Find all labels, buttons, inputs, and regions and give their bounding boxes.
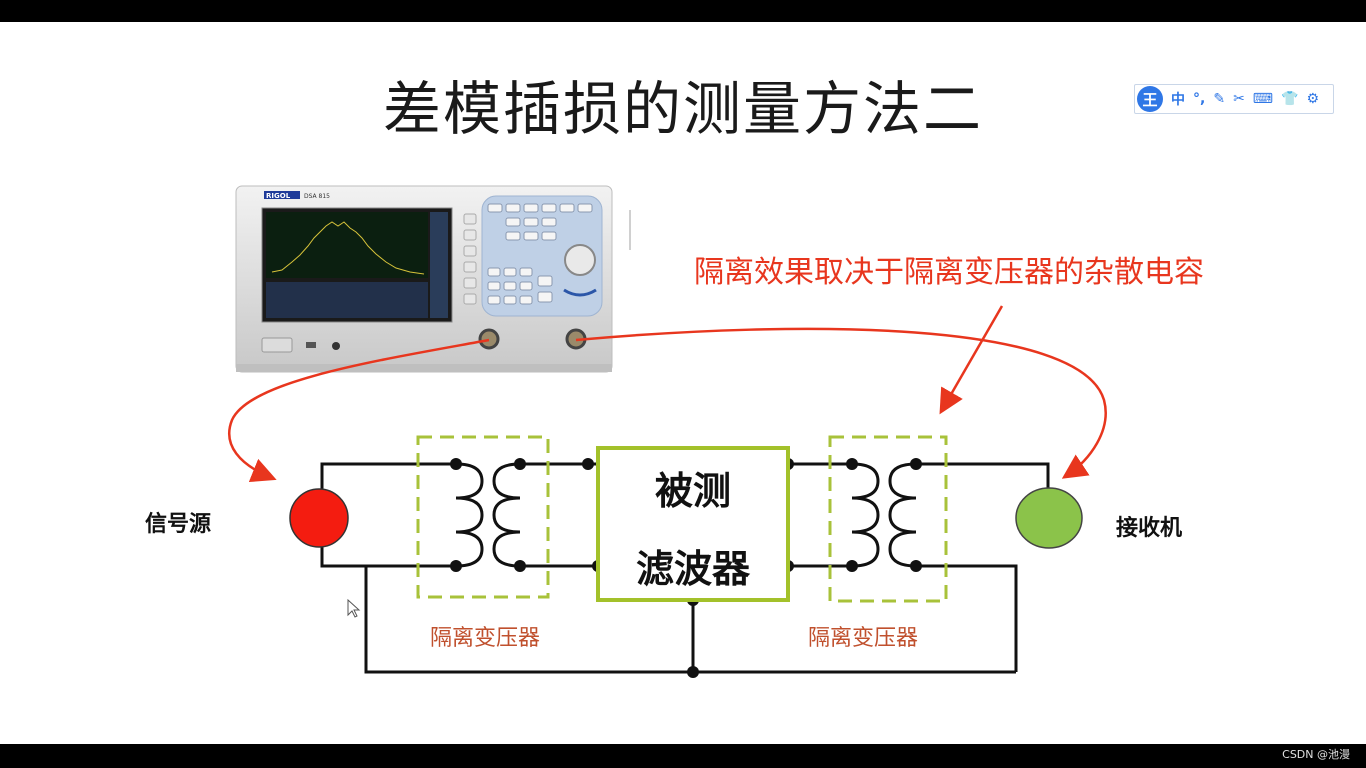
mouse-cursor-icon <box>347 598 361 618</box>
pen-icon[interactable]: ✎ <box>1213 91 1226 107</box>
ime-logo-icon[interactable]: 王 <box>1137 86 1163 112</box>
receiver-label: 接收机 <box>1116 515 1183 541</box>
arrow-annotation-to-transformer <box>939 305 1004 415</box>
rf-output-port <box>478 328 500 350</box>
bottom-bar <box>0 744 1366 768</box>
transformer-right-label: 隔离变压器 <box>808 626 919 651</box>
signal-source-label: 信号源 <box>145 511 212 537</box>
analyzer-brand-badge <box>264 191 300 199</box>
receiver-circle <box>1015 487 1083 549</box>
arrow-analyzer-to-source <box>228 338 490 483</box>
stray-capacitance-annotation: 隔离效果取决于隔离变压器的杂散电容 <box>694 255 1204 290</box>
transformer-right-box <box>828 435 948 603</box>
ime-toolbar[interactable]: 王 中 °, ✎ ✂ ⌨ 👕 ⚙ <box>1134 84 1334 114</box>
punctuation-icon[interactable]: °, <box>1193 91 1206 107</box>
slide <box>0 22 1366 744</box>
settings-icon[interactable]: ⚙ <box>1306 91 1320 107</box>
rotary-knob <box>564 244 596 276</box>
scissors-icon[interactable]: ✂ <box>1233 91 1245 107</box>
analyzer-brand: RIGOL <box>266 192 291 200</box>
transformer-coils <box>455 462 917 568</box>
spectrum-analyzer: RIGOL DSA 815 <box>235 185 613 373</box>
csdn-watermark: CSDN @池漫 <box>1282 748 1350 761</box>
ime-mode-button[interactable]: 中 <box>1171 92 1185 108</box>
dut-box <box>596 446 790 602</box>
skin-icon[interactable]: 👕 <box>1281 91 1299 107</box>
transformer-left-box <box>416 435 550 599</box>
dut-label-line2: 滤波器 <box>635 547 750 591</box>
keyboard-icon[interactable]: ⌨ <box>1252 91 1274 107</box>
arrow-analyzer-to-receiver <box>575 327 1107 479</box>
dut-label-line1: 被测 <box>654 469 731 513</box>
spectrum-trace <box>271 221 425 275</box>
slide-title: 差模插损的测量方法二 <box>382 75 983 143</box>
signal-source-circle <box>289 488 349 548</box>
analyzer-model: DSA 815 <box>304 193 330 200</box>
transformer-left-label: 隔离变压器 <box>430 626 541 651</box>
power-button <box>261 337 293 353</box>
